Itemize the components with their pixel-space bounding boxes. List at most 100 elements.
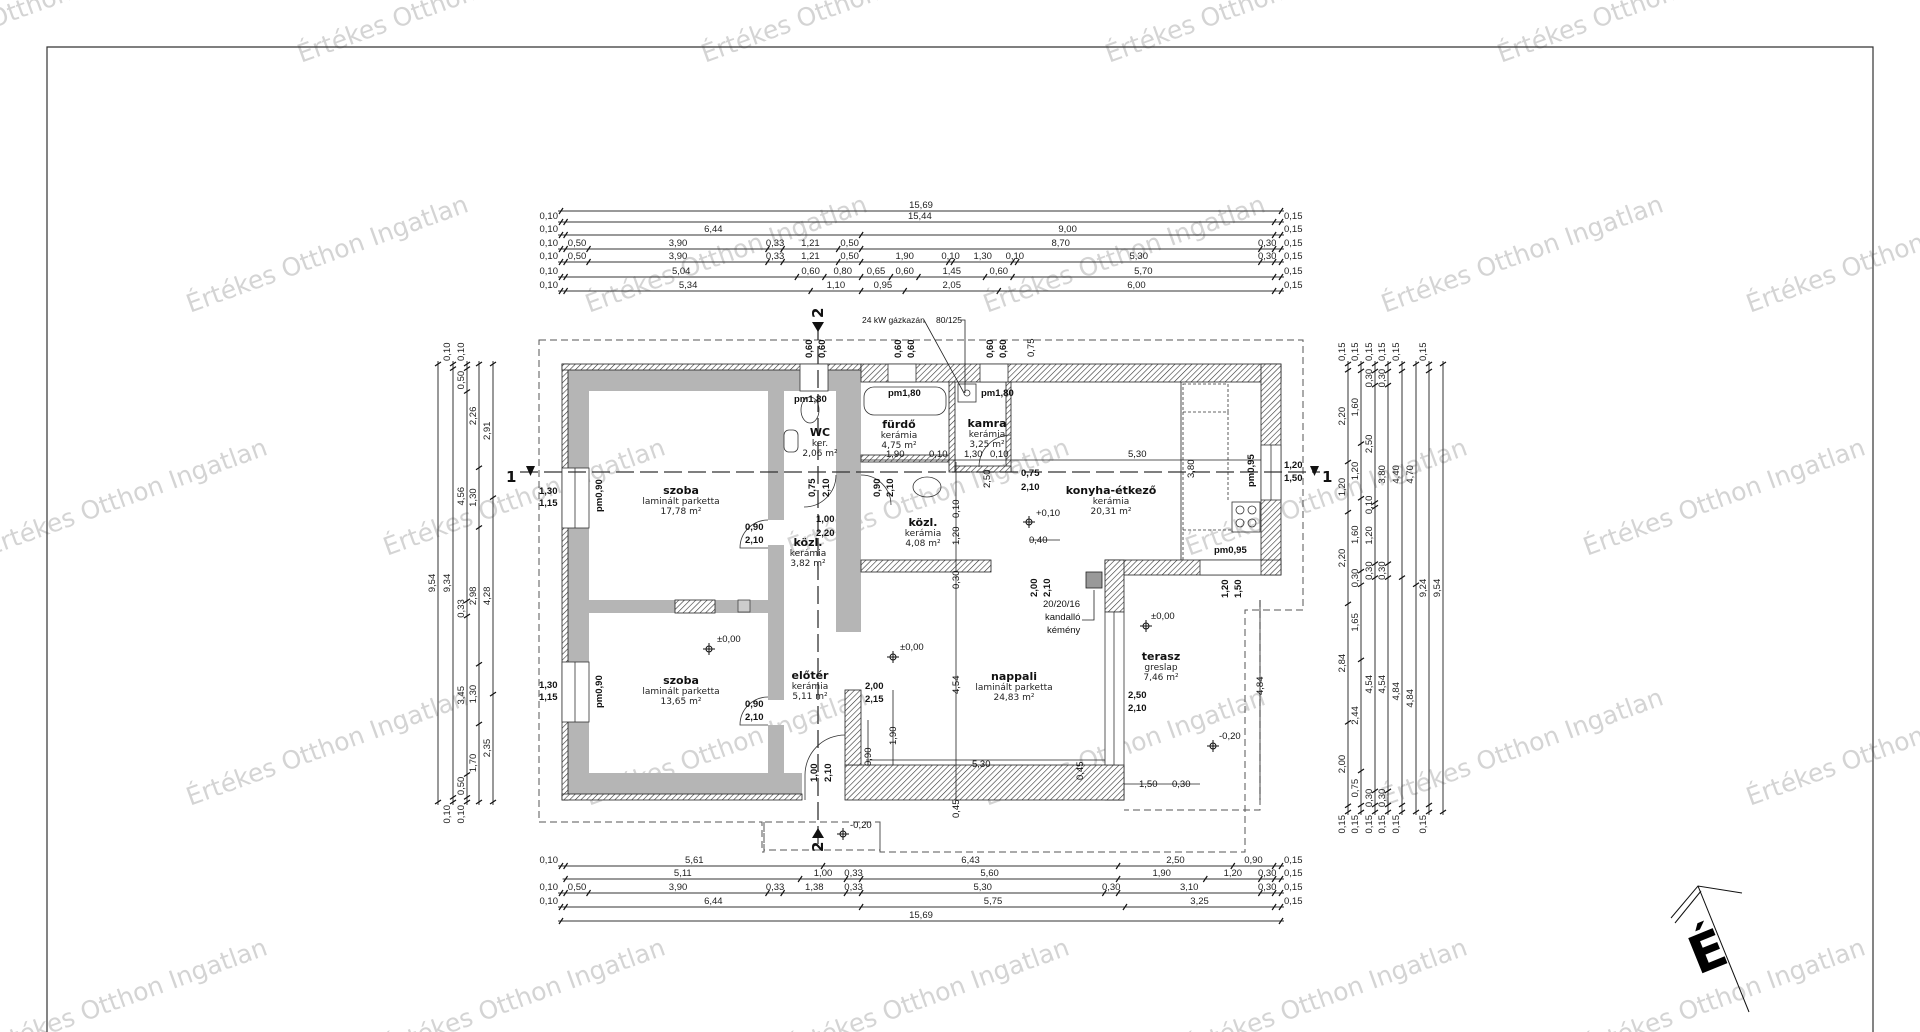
- dimension-tick: [489, 799, 497, 805]
- dimension-label: 0,80: [834, 266, 853, 277]
- dimension-tick: [945, 258, 951, 266]
- svg-text:2,10: 2,10: [745, 535, 764, 546]
- dimension-label: 15,69: [909, 910, 933, 921]
- dimension-label: 4,40: [1391, 465, 1402, 484]
- dimension-tick: [563, 245, 569, 253]
- dimension-tick: [1439, 809, 1447, 815]
- dimension-chain: 0,150,302,500,101,200,304,540,300,15: [1364, 343, 1379, 834]
- dimension-label: 0,10: [941, 251, 960, 262]
- svg-text:±0,00: ±0,00: [900, 642, 924, 653]
- dimension-tick: [1384, 802, 1392, 808]
- dimension-tick: [1371, 561, 1379, 567]
- dimension-tick: [1271, 903, 1277, 911]
- dimension-tick: [558, 273, 564, 281]
- svg-text:kamra: kamra: [967, 417, 1006, 430]
- dimension-tick: [1384, 788, 1392, 794]
- dimension-tick: [1344, 509, 1352, 515]
- dimension-tick: [1439, 361, 1447, 367]
- chimney-label: 20/20/16 kandalló kémény: [1043, 590, 1095, 636]
- dimension-label: 0,15: [1377, 343, 1388, 362]
- annotations: pm1,80 pm1,80 pm1,80 pm0,90 pm0,90 pm0,9…: [539, 315, 1303, 840]
- dimension-tick: [1344, 601, 1352, 607]
- dimension-label: 0,50: [568, 882, 587, 893]
- svg-text:1,00: 1,00: [816, 514, 835, 525]
- dimension-tick: [463, 771, 471, 777]
- dimension-tick: [475, 524, 483, 530]
- window-sill-konyha-bottom: pm0,95: [1214, 545, 1247, 556]
- dimension-label: 0,30: [1258, 882, 1277, 893]
- dimension-tick: [449, 794, 457, 800]
- dimension-tick: [982, 273, 988, 281]
- dimension-tick: [1115, 889, 1121, 897]
- dimension-tick: [1344, 809, 1352, 815]
- dimension-tick: [1412, 582, 1420, 588]
- dimension-tick: [780, 245, 786, 253]
- dimension-label: 0,33: [844, 882, 863, 893]
- dimension-label: 0,30: [1350, 569, 1361, 588]
- dimension-label: 2,50: [1364, 435, 1375, 454]
- dimension-tick: [1357, 657, 1365, 663]
- door-size-szoba-2: 0,902,10: [745, 699, 764, 723]
- dimension-tick: [563, 287, 569, 295]
- dimension-tick: [586, 258, 592, 266]
- dimension-tick: [1357, 361, 1365, 367]
- svg-text:2,00: 2,00: [1029, 579, 1040, 598]
- dimension-tick: [434, 361, 442, 367]
- dimension-label: 0,10: [540, 896, 559, 907]
- dimension-label: 3,80: [1377, 465, 1388, 484]
- svg-text:17,78 m²: 17,78 m²: [660, 507, 701, 517]
- dimension-tick: [1257, 875, 1263, 883]
- dimension-chain: 0,150,303,800,304,540,300,15: [1377, 343, 1392, 834]
- dimension-tick: [563, 258, 569, 266]
- svg-text:2,10: 2,10: [823, 764, 834, 783]
- svg-text:0,60: 0,60: [893, 340, 904, 359]
- dimension-tick: [1271, 862, 1277, 870]
- dimension-tick: [1278, 231, 1284, 239]
- svg-text:laminált parketta: laminált parketta: [642, 687, 719, 697]
- dimension-tick: [1344, 361, 1352, 367]
- window-sill-kamra: pm1,80: [981, 388, 1014, 399]
- dimension-label: 5,34: [679, 280, 698, 291]
- dimension-chain: 0,109,340,10: [442, 343, 457, 824]
- dimension-label: 0,60: [801, 266, 820, 277]
- dimension-label: 0,15: [1350, 815, 1361, 834]
- dim-040: 0,40: [1029, 535, 1048, 546]
- dimension-label: 3,25: [1190, 896, 1209, 907]
- dimension-label: 2,35: [482, 739, 493, 758]
- dimension-label: 1,60: [1350, 525, 1361, 544]
- svg-text:kerámia: kerámia: [1093, 497, 1129, 507]
- dimension-label: 0,33: [844, 868, 863, 879]
- dimension-chain: 0,159,240,15: [1418, 343, 1433, 834]
- svg-text:1,30: 1,30: [539, 486, 558, 497]
- dimension-label: 3,90: [669, 882, 688, 893]
- watermark-text: Értékes Otthon Ingatlan: [1377, 189, 1667, 318]
- dimension-label: 0,15: [1284, 211, 1303, 222]
- dimension-tick: [780, 889, 786, 897]
- dimension-tick: [475, 721, 483, 727]
- dimension-label: 2,44: [1350, 706, 1361, 725]
- dimension-label: 1,45: [942, 266, 961, 277]
- dimension-tick: [1357, 568, 1365, 574]
- dimension-tick: [1357, 441, 1365, 447]
- dimension-tick: [1271, 245, 1277, 253]
- dim-nappali-190: 1,90: [888, 727, 899, 746]
- dimension-tick: [463, 366, 471, 372]
- dimension-tick: [463, 389, 471, 395]
- dimension-tick: [858, 231, 864, 239]
- svg-text:1,15: 1,15: [539, 498, 558, 509]
- svg-text:2,10: 2,10: [1128, 703, 1147, 714]
- svg-text:szoba: szoba: [663, 484, 699, 497]
- dimension-tick: [808, 287, 814, 295]
- dimension-label: 5,75: [984, 896, 1003, 907]
- dimension-tick: [1278, 258, 1284, 266]
